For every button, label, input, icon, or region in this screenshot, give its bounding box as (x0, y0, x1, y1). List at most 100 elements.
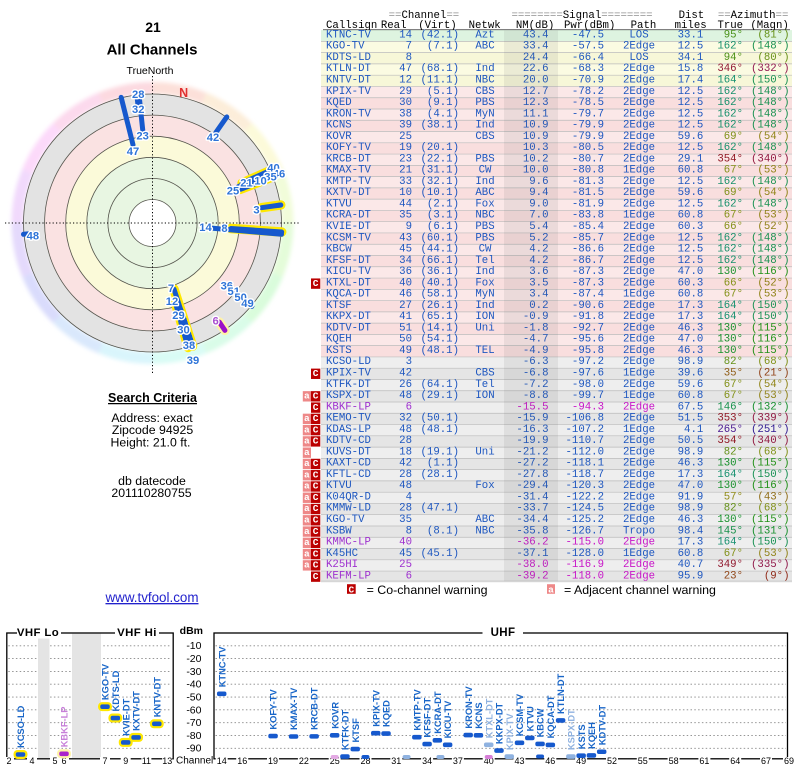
svg-text:49: 49 (399, 345, 412, 357)
svg-text:2Edge: 2Edge (623, 108, 655, 120)
svg-text:LOS: LOS (629, 29, 648, 41)
svg-text:(52°): (52°) (757, 277, 789, 289)
svg-text:KCSO-LD: KCSO-LD (16, 705, 26, 748)
svg-text:-94.3: -94.3 (572, 401, 604, 413)
svg-text:49: 49 (576, 756, 586, 766)
svg-text:43.4: 43.4 (523, 29, 549, 41)
svg-text:a: a (304, 537, 310, 548)
svg-text:40: 40 (399, 537, 412, 549)
svg-text:27: 27 (399, 300, 412, 312)
svg-text:KOFY-TV: KOFY-TV (269, 689, 279, 730)
svg-text:67°: 67° (724, 548, 743, 560)
svg-text:KCSM-TV: KCSM-TV (515, 693, 525, 736)
svg-text:46: 46 (273, 169, 285, 181)
svg-text:162°: 162° (717, 142, 743, 154)
svg-text:164°: 164° (717, 311, 743, 323)
svg-text:KSTS: KSTS (577, 724, 587, 749)
svg-text:MyN: MyN (475, 289, 494, 301)
svg-text:10: 10 (254, 176, 266, 188)
svg-text:22.6: 22.6 (523, 63, 549, 75)
svg-text:2Edge: 2Edge (623, 131, 655, 143)
svg-text:34.1: 34.1 (678, 52, 704, 64)
svg-text:8: 8 (221, 223, 227, 235)
svg-text:46.3: 46.3 (678, 514, 704, 526)
svg-text:KEMO-TV: KEMO-TV (326, 413, 371, 425)
svg-text:12.5: 12.5 (678, 198, 704, 210)
svg-text:Uni: Uni (475, 446, 494, 458)
svg-text:KQEH: KQEH (587, 722, 597, 749)
svg-text:2Edge: 2Edge (623, 300, 655, 312)
svg-text:-7.2: -7.2 (523, 379, 549, 391)
svg-text:-6.8: -6.8 (523, 368, 549, 380)
svg-text:KOFY-TV: KOFY-TV (326, 142, 371, 154)
svg-text:KDTV-DT: KDTV-DT (326, 322, 371, 334)
svg-text:2Edge: 2Edge (623, 491, 655, 503)
svg-text:12.5: 12.5 (678, 142, 704, 154)
svg-text:-80.7: -80.7 (572, 153, 604, 165)
svg-text:(150°): (150°) (751, 311, 789, 323)
svg-text:130°: 130° (717, 345, 743, 357)
svg-text:8: 8 (406, 52, 412, 64)
svg-text:NBC: NBC (475, 525, 494, 537)
svg-text:82°: 82° (724, 446, 743, 458)
svg-text:98.9: 98.9 (678, 503, 704, 515)
svg-text:2Edge: 2Edge (623, 255, 655, 267)
svg-text:59.6: 59.6 (678, 131, 704, 143)
svg-text:40.7: 40.7 (678, 559, 704, 571)
svg-text:-50: -50 (186, 691, 201, 703)
svg-text:82°: 82° (724, 503, 743, 515)
svg-text:42: 42 (399, 458, 412, 470)
svg-text:69: 69 (784, 756, 794, 766)
svg-text:UHF: UHF (491, 627, 516, 639)
svg-text:(1.1): (1.1) (427, 458, 459, 470)
svg-text:KRON-TV: KRON-TV (326, 108, 371, 120)
svg-text:(148°): (148°) (751, 232, 789, 244)
svg-text:10.9: 10.9 (523, 131, 549, 143)
svg-text:-126.7: -126.7 (566, 525, 604, 537)
svg-text:KSBW: KSBW (326, 525, 352, 537)
svg-text:KTFK-DT: KTFK-DT (326, 379, 371, 391)
svg-text:(68°): (68°) (757, 503, 789, 515)
svg-text:48: 48 (27, 230, 39, 242)
svg-text:25: 25 (399, 559, 412, 571)
svg-text:51.5: 51.5 (678, 413, 704, 425)
svg-text:-118.0: -118.0 (566, 570, 604, 582)
svg-text:Ind: Ind (475, 63, 494, 75)
svg-text:130°: 130° (717, 458, 743, 470)
svg-text:KPIX-TV: KPIX-TV (326, 368, 371, 380)
svg-text:KRON-TV: KRON-TV (464, 685, 474, 728)
svg-text:(5.1): (5.1) (427, 86, 459, 98)
svg-text:-47.5: -47.5 (572, 29, 604, 41)
svg-text:-19.9: -19.9 (516, 435, 548, 447)
svg-text:2Edge: 2Edge (623, 401, 655, 413)
svg-text:34: 34 (422, 756, 432, 766)
svg-text:KQCA-DT: KQCA-DT (326, 289, 371, 301)
svg-text:51: 51 (399, 322, 412, 334)
svg-text:(150°): (150°) (751, 537, 789, 549)
svg-text:KTNC-TV: KTNC-TV (326, 29, 371, 41)
svg-text:KNTV-DT: KNTV-DT (152, 677, 162, 718)
svg-text:61: 61 (699, 756, 709, 766)
svg-text:(116°): (116°) (751, 480, 789, 492)
svg-text:KMTP-TV: KMTP-TV (412, 688, 422, 730)
svg-text:KTNC-TV: KTNC-TV (217, 646, 227, 688)
svg-text:162°: 162° (717, 97, 743, 109)
svg-text:31: 31 (391, 756, 401, 766)
svg-text:40: 40 (484, 756, 494, 766)
svg-text:12.5: 12.5 (678, 41, 704, 53)
svg-text:91.9: 91.9 (678, 491, 704, 503)
svg-text:-31.4: -31.4 (516, 491, 548, 503)
svg-text:162°: 162° (717, 198, 743, 210)
svg-text:(148°): (148°) (751, 120, 789, 132)
svg-text:-79.7: -79.7 (572, 108, 604, 120)
svg-text:43: 43 (514, 756, 524, 766)
svg-text:(29.1): (29.1) (421, 390, 459, 402)
svg-text:KPIX-TV: KPIX-TV (326, 86, 371, 98)
svg-text:(48.1): (48.1) (421, 424, 459, 436)
svg-text:a: a (304, 469, 310, 480)
svg-text:(54°): (54°) (757, 187, 789, 199)
svg-text:52: 52 (607, 756, 617, 766)
svg-text:146°: 146° (717, 401, 743, 413)
svg-text:Pwr(dBm): Pwr(dBm) (564, 20, 615, 32)
svg-text:49: 49 (241, 298, 253, 310)
